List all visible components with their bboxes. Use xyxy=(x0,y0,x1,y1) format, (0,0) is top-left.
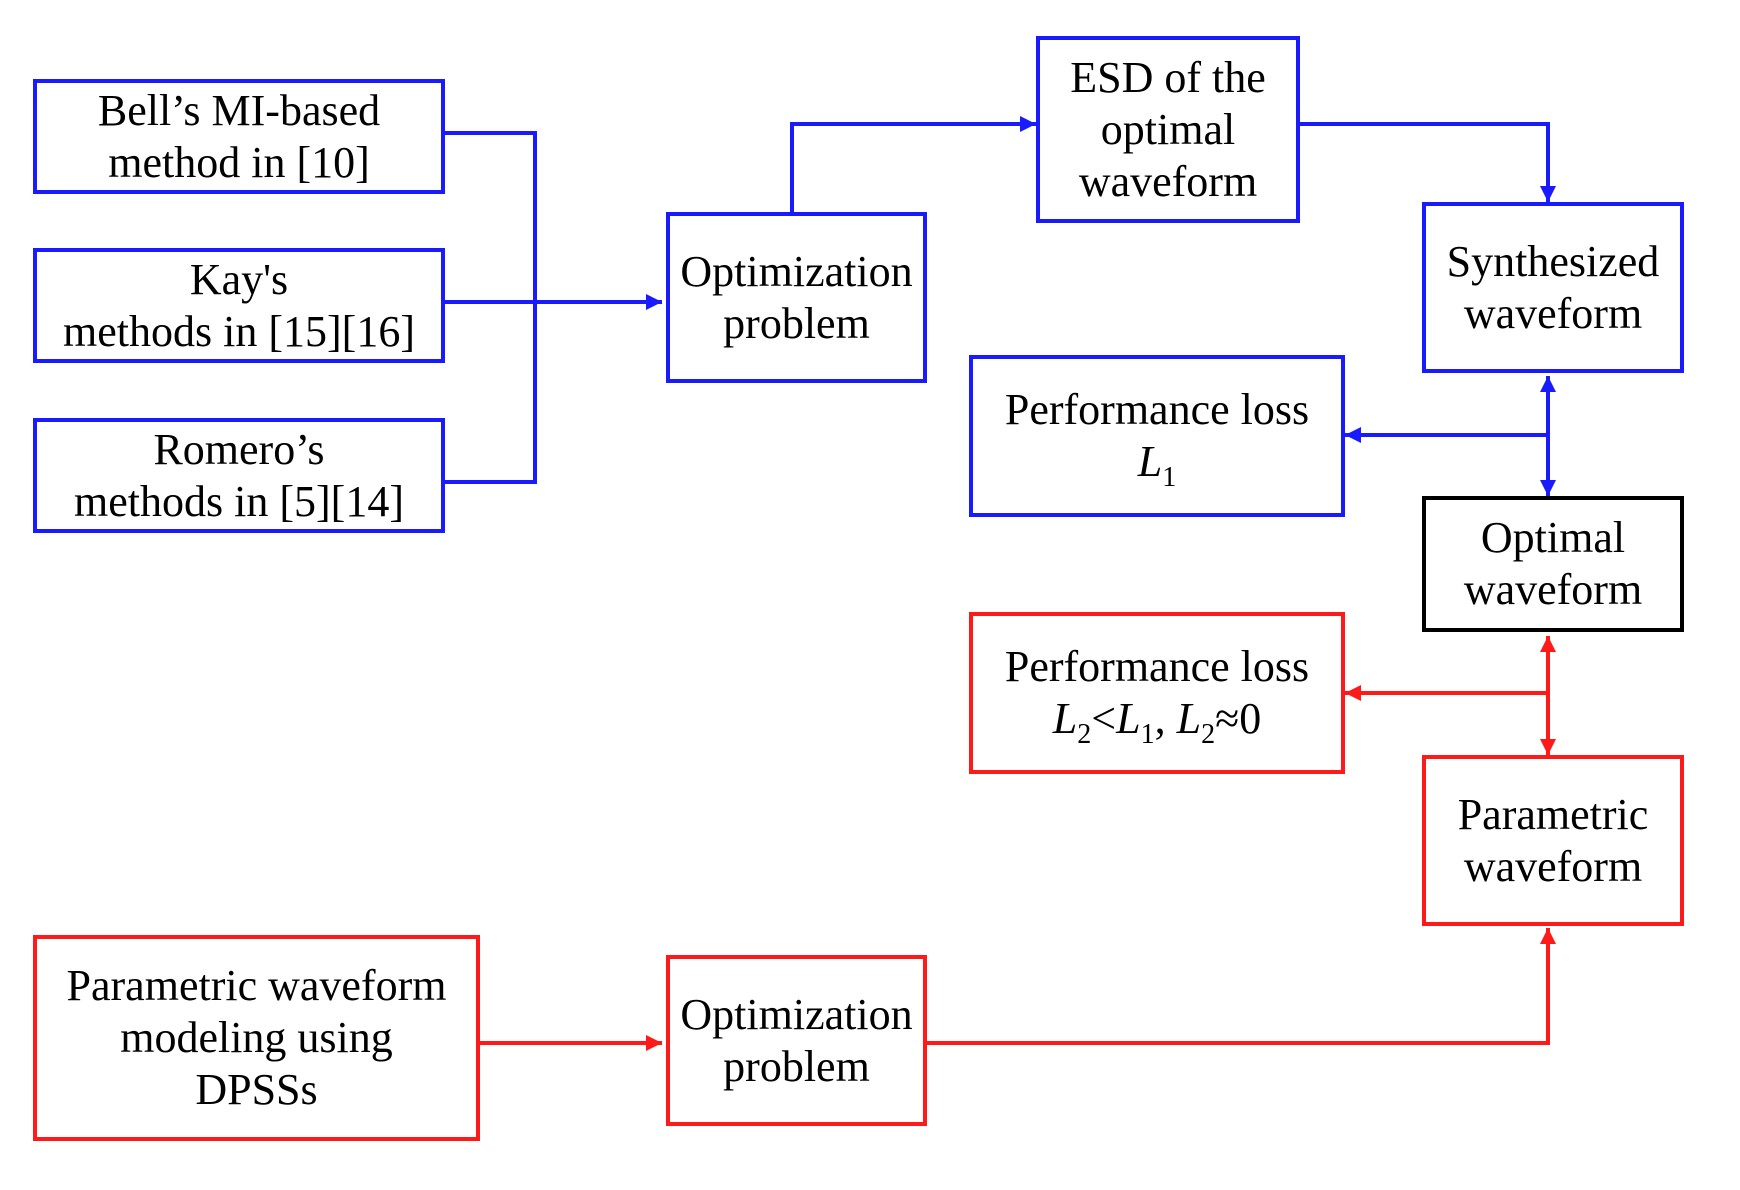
loss2-l-b: L xyxy=(1116,694,1141,743)
loss2-comma: , xyxy=(1154,694,1166,743)
loss2-sub-a: 2 xyxy=(1077,719,1092,750)
arrow-esd-to-synthesized xyxy=(1300,122,1556,202)
loss1-formula: L1 xyxy=(1137,436,1176,492)
box-bell-method: Bell’s MI-based method in [10] xyxy=(33,79,445,194)
box-optimal-waveform: Optimal waveform xyxy=(1422,496,1684,632)
box-romero-line2: methods in [5][14] xyxy=(74,476,404,526)
dpss-line3: DPSSs xyxy=(195,1065,318,1114)
esd-line3: waveform xyxy=(1078,156,1258,206)
box-kay-line2: methods in [15][16] xyxy=(63,306,415,356)
arrow-optimization-to-esd xyxy=(790,116,1036,212)
esd-line2: optimal xyxy=(1100,104,1236,154)
loss1-symbol: L xyxy=(1137,437,1163,486)
box-bell-line2: method in [10] xyxy=(108,137,370,187)
opt-blue-line1: Optimization xyxy=(680,246,913,296)
optimal-line1: Optimal xyxy=(1480,513,1626,562)
optimal-line2: waveform xyxy=(1463,565,1643,614)
dpss-line2: modeling using xyxy=(120,1013,393,1062)
loss2-line1: Performance loss xyxy=(1004,642,1310,691)
box-esd-optimal-waveform: ESD of the optimal waveform xyxy=(1036,36,1300,223)
connector-bell xyxy=(445,131,537,484)
loss2-formula: L2<L1, L2≈0 xyxy=(1052,693,1262,749)
dpss-line1: Parametric waveform xyxy=(66,961,447,1010)
param-line1: Parametric xyxy=(1457,789,1649,839)
box-parametric-modeling-dpss: Parametric waveform modeling using DPSSs xyxy=(33,935,480,1141)
box-bell-line1: Bell’s MI-based xyxy=(97,85,381,135)
loss2-l-c: L xyxy=(1176,694,1202,743)
opt-blue-line2: problem xyxy=(723,298,870,348)
box-performance-loss-2: Performance loss L2<L1, L2≈0 xyxy=(969,612,1345,774)
box-romero-methods: Romero’s methods in [5][14] xyxy=(33,418,445,533)
loss2-l-a: L xyxy=(1052,694,1078,743)
param-line2: waveform xyxy=(1463,841,1643,891)
loss1-subscript: 1 xyxy=(1162,462,1177,493)
box-optimization-problem-red: Optimization problem xyxy=(666,955,927,1126)
loss2-lt: < xyxy=(1091,694,1117,743)
box-performance-loss-1: Performance loss L1 xyxy=(969,355,1345,517)
loss2-sub-b: 1 xyxy=(1140,719,1155,750)
synth-line1: Synthesized xyxy=(1446,236,1660,286)
box-kay-line1: Kay's xyxy=(189,254,289,304)
box-synthesized-waveform: Synthesized waveform xyxy=(1422,202,1684,373)
box-optimization-problem-blue: Optimization problem xyxy=(666,212,927,383)
arrow-optimization-to-parametric xyxy=(927,928,1556,1045)
synth-line2: waveform xyxy=(1463,288,1643,338)
loss2-sub-c: 2 xyxy=(1201,719,1216,750)
loss1-line1: Performance loss xyxy=(1004,385,1310,434)
box-romero-line1: Romero’s xyxy=(153,424,325,474)
box-kay-methods: Kay's methods in [15][16] xyxy=(33,248,445,363)
opt-red-line2: problem xyxy=(723,1041,870,1091)
esd-line1: ESD of the xyxy=(1070,52,1266,102)
opt-red-line1: Optimization xyxy=(680,989,913,1039)
box-parametric-waveform: Parametric waveform xyxy=(1422,755,1684,926)
loss2-approx: ≈0 xyxy=(1215,694,1262,743)
